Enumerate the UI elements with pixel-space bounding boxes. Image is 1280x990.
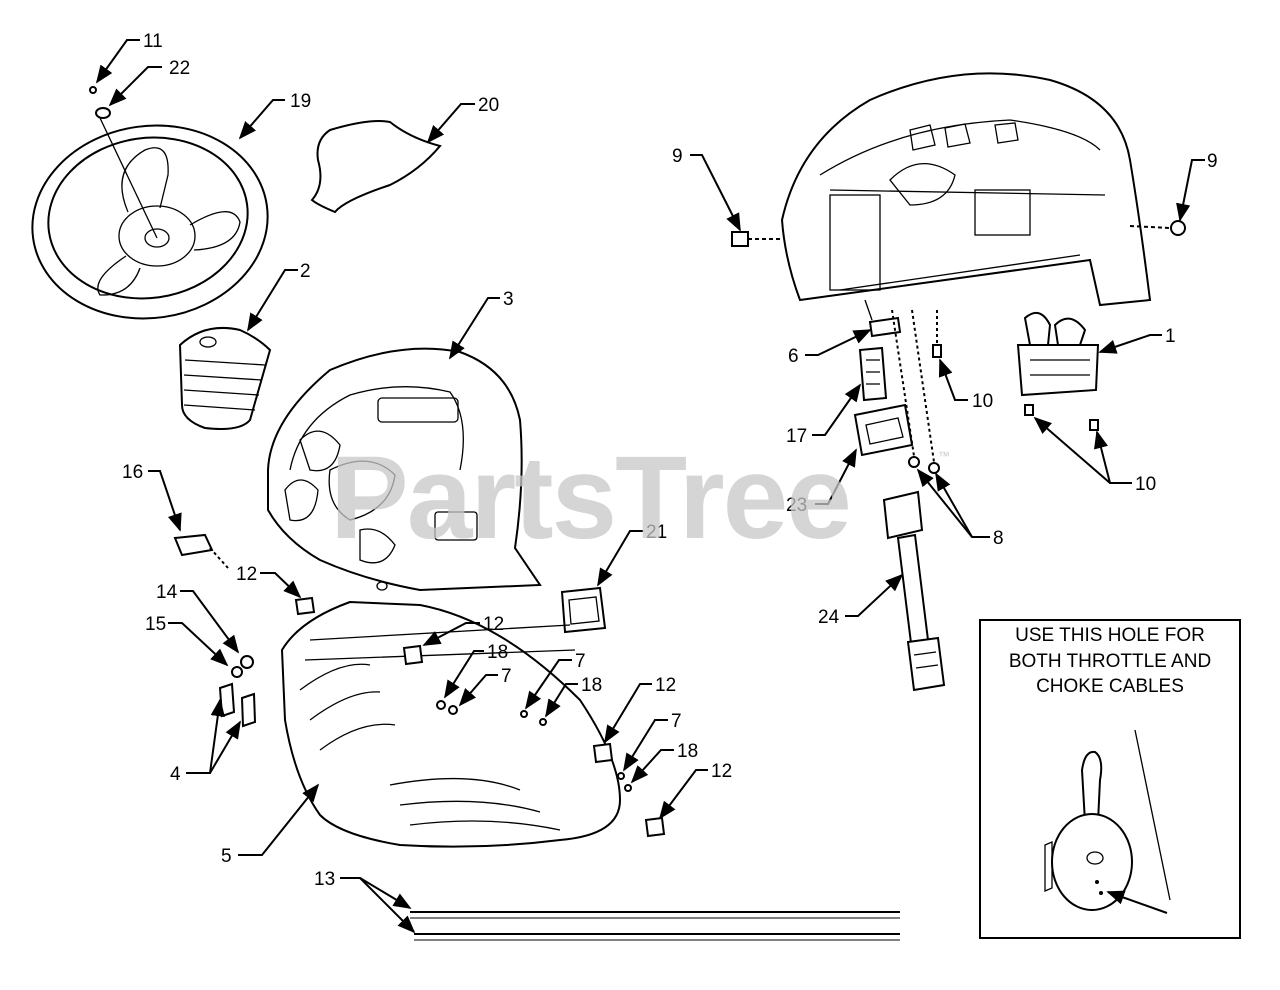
callout-17: 17: [786, 426, 807, 447]
inset-throttle-lever: [1044, 729, 1171, 914]
callout-18-b: 18: [581, 675, 602, 696]
callout-24: 24: [818, 607, 840, 628]
callout-8: 8: [993, 528, 1004, 549]
callout-18-a: 18: [487, 642, 508, 663]
part-16-clip: [173, 533, 229, 569]
callout-14: 14: [156, 582, 178, 603]
inset-note-line-2: BOTH THROTTLE AND: [1009, 651, 1211, 672]
watermark-trademark: ™: [938, 449, 950, 463]
bolt-12-right-b: [644, 816, 666, 838]
screw-7-18-b: [520, 710, 547, 726]
callout-6: 6: [788, 346, 799, 367]
bolt-12-left: [294, 596, 316, 616]
partstree-watermark: PartsTree ™: [330, 432, 950, 564]
callout-10-right: 10: [1135, 474, 1156, 495]
part-21-plate: [560, 586, 607, 634]
lower-dash-hood: [280, 600, 622, 848]
bolt-9-left: [731, 231, 780, 247]
callout-12-c: 12: [655, 675, 676, 696]
screw-18-7-a: [436, 700, 458, 715]
inset-note-line-1: USE THIS HOLE FOR: [1015, 625, 1205, 646]
hub-washer: [95, 107, 111, 119]
dash-underside-assembly: [780, 72, 1152, 321]
callout-2: 2: [300, 261, 311, 282]
callout-23: 23: [786, 495, 807, 516]
part-4-clips: [218, 682, 257, 728]
callout-12-a: 12: [236, 564, 257, 585]
callout-9-left: 9: [672, 146, 683, 167]
screw-7-18-c: [617, 772, 632, 792]
steering-insert-panel: [310, 120, 442, 214]
watermark-text: PartsTree: [330, 432, 850, 564]
callout-13: 13: [314, 869, 335, 890]
callout-15: 15: [145, 614, 166, 635]
inset-detail-box: USE THIS HOLE FOR BOTH THROTTLE AND CHOK…: [979, 619, 1241, 939]
callout-7-b: 7: [575, 651, 586, 672]
part-14-15-fasteners: [231, 655, 254, 678]
bolt-10-right-pair: [1024, 404, 1099, 431]
callout-21: 21: [646, 522, 667, 543]
dash-panel: [267, 347, 542, 592]
nuts-8: [891, 309, 940, 474]
inset-note-line-3: CHOKE CABLES: [1036, 676, 1184, 697]
callout-leaders: [95, 39, 1205, 934]
switch-17: [858, 346, 888, 402]
callout-11: 11: [143, 31, 163, 52]
callout-10-mid: 10: [972, 391, 993, 412]
callout-7-c: 7: [671, 711, 682, 732]
callout-12-d: 12: [711, 761, 732, 782]
callout-9-right: 9: [1207, 151, 1218, 172]
harness-24: [882, 490, 946, 692]
bracket-6: [868, 316, 902, 338]
callout-7-a: 7: [501, 666, 512, 687]
callout-labels: 11 22 19 20 2 3 16 21 12 14 15 12 18 7 7…: [122, 31, 1218, 890]
callout-19: 19: [290, 91, 311, 112]
bolt-12-mid: [402, 644, 424, 666]
plate-23: [853, 403, 914, 457]
trim-strips: [410, 911, 900, 941]
callout-20: 20: [478, 95, 499, 116]
callout-12-b: 12: [483, 614, 504, 635]
bolt-12-right-a: [592, 742, 614, 764]
steering-boot: [178, 326, 272, 430]
callout-16: 16: [122, 462, 143, 483]
callout-5: 5: [221, 846, 232, 867]
hub-nut: [89, 86, 97, 94]
throttle-control-1: [1016, 311, 1100, 397]
callout-4: 4: [170, 764, 181, 785]
callout-22: 22: [169, 58, 190, 79]
bolt-10-mid: [932, 310, 942, 358]
steering-wheel: [31, 117, 269, 320]
callout-1: 1: [1165, 326, 1176, 347]
callout-18-c: 18: [677, 741, 698, 762]
callout-3: 3: [503, 289, 514, 310]
